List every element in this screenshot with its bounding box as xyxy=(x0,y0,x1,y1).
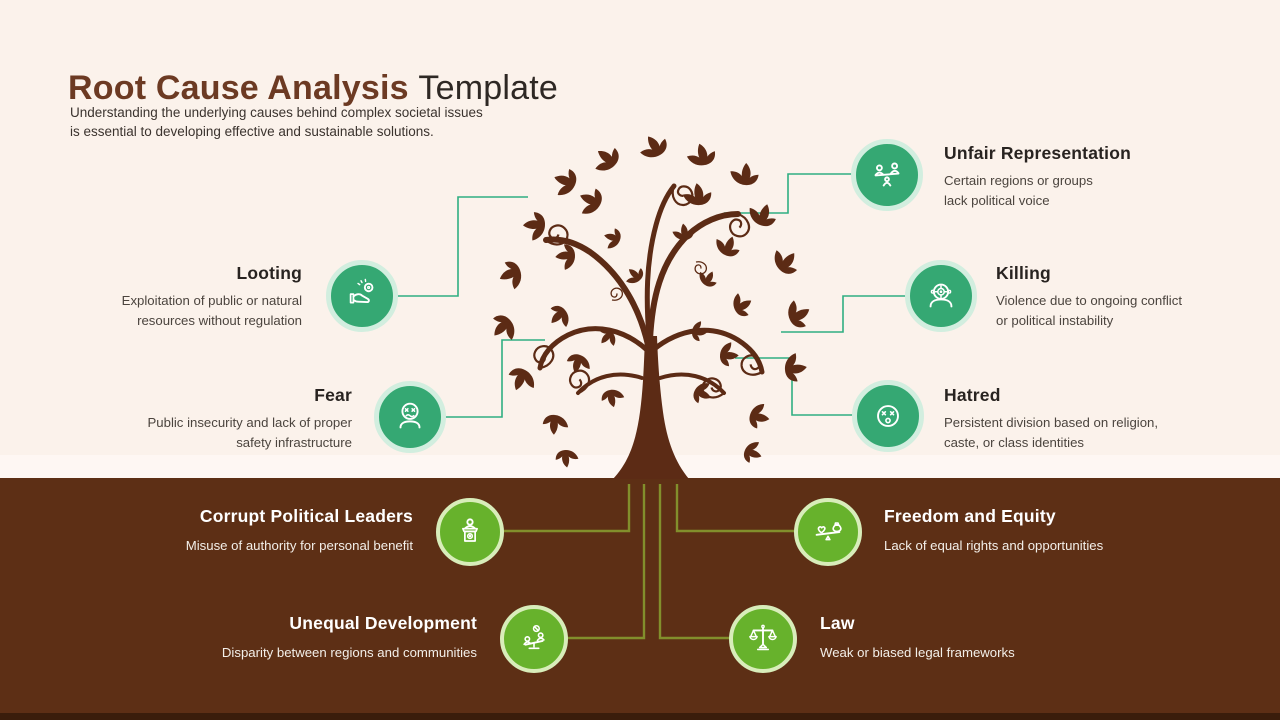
dizzy-face-icon xyxy=(877,405,899,427)
branch-icon-unfair-representation xyxy=(851,139,923,211)
justice-scale-icon xyxy=(749,624,777,651)
page-subtitle: Understanding the underlying causes behi… xyxy=(70,105,483,139)
branch-title: Killing xyxy=(996,263,1051,283)
heart-money-balance-icon xyxy=(815,522,842,541)
root-title: Corrupt Political Leaders xyxy=(199,506,413,526)
branch-item-fear: Fear Public insecurity and lack of prope… xyxy=(147,384,352,452)
page-title-highlight: Root Cause Analysis xyxy=(68,68,409,107)
branch-item-hatred: Hatred Persistent division based on reli… xyxy=(944,384,1158,452)
branch-item-looting: Looting Exploitation of public or natura… xyxy=(122,262,302,330)
scared-face-icon xyxy=(399,402,421,429)
root-description: Disparity between regions and communitie… xyxy=(221,645,477,660)
people-balance-icon xyxy=(874,162,900,187)
root-item-freedom-and-equity: Freedom and Equity Lack of equal rights … xyxy=(884,505,1103,556)
branch-title: Hatred xyxy=(944,385,1001,405)
page-title-rest: Template xyxy=(418,68,558,107)
podium-speaker-icon xyxy=(462,518,478,542)
branch-item-unfair-representation: Unfair Representation Certain regions or… xyxy=(944,142,1131,210)
root-icon-law xyxy=(729,605,797,673)
root-title: Freedom and Equity xyxy=(884,506,1056,526)
branch-title: Fear xyxy=(314,385,352,405)
root-item-unequal-development: Unequal Development Disparity between re… xyxy=(222,612,477,663)
branch-icon-hatred xyxy=(852,380,924,452)
root-item-law: Law Weak or biased legal frameworks xyxy=(820,612,1015,663)
branch-title: Unfair Representation xyxy=(944,143,1132,163)
root-description: Lack of equal rights and opportunities xyxy=(884,538,1104,553)
bottom-dark-strip xyxy=(0,713,1280,720)
root-title: Unequal Development xyxy=(289,613,477,633)
branch-icon-looting xyxy=(326,260,398,332)
root-title: Law xyxy=(820,613,855,633)
branch-icon-fear xyxy=(374,381,446,453)
people-seesaw-icon xyxy=(523,624,545,650)
hand-coin-icon xyxy=(349,278,374,304)
root-icon-corrupt-political-leaders xyxy=(436,498,504,566)
root-description: Weak or biased legal frameworks xyxy=(820,645,1015,660)
background-light-band xyxy=(0,455,1280,478)
branch-title: Looting xyxy=(236,263,302,283)
page-title: Root Cause Analysis Template xyxy=(68,69,558,108)
target-head-icon xyxy=(929,283,953,308)
branch-item-killing: Killing Violence due to ongoing conflict… xyxy=(996,262,1182,330)
root-item-corrupt-political-leaders: Corrupt Political Leaders Misuse of auth… xyxy=(186,505,413,556)
root-icon-freedom-and-equity xyxy=(794,498,862,566)
root-icon-unequal-development xyxy=(500,605,568,673)
branch-icon-killing xyxy=(905,260,977,332)
root-description: Misuse of authority for personal benefit xyxy=(185,538,413,553)
branch-description: Persistent division based on religion,ca… xyxy=(944,415,1159,450)
